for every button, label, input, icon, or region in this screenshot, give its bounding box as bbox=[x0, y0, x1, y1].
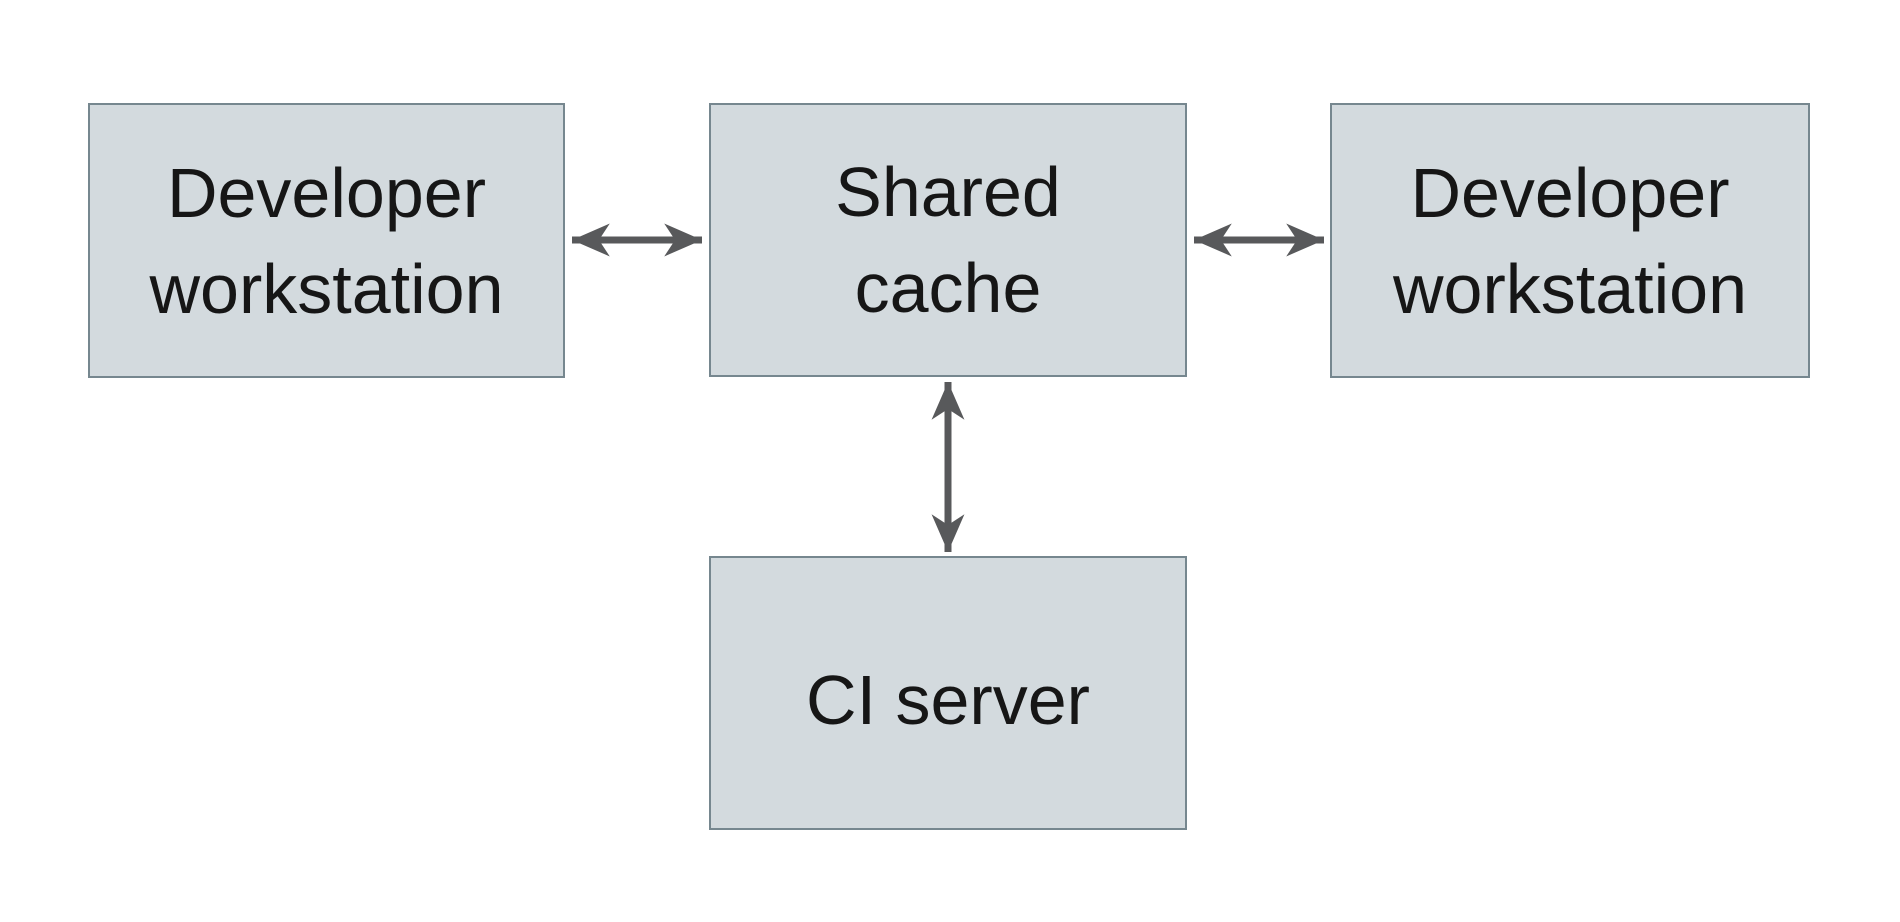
node-ci-server: CI server bbox=[709, 556, 1187, 830]
node-developer-workstation-right: Developer workstation bbox=[1330, 103, 1810, 378]
node-label: Shared cache bbox=[835, 153, 1061, 327]
node-shared-cache: Shared cache bbox=[709, 103, 1187, 377]
node-label: Developer workstation bbox=[1392, 153, 1748, 328]
node-label: Developer workstation bbox=[149, 153, 504, 328]
node-developer-workstation-left: Developer workstation bbox=[88, 103, 565, 378]
node-label: CI server bbox=[806, 661, 1090, 739]
